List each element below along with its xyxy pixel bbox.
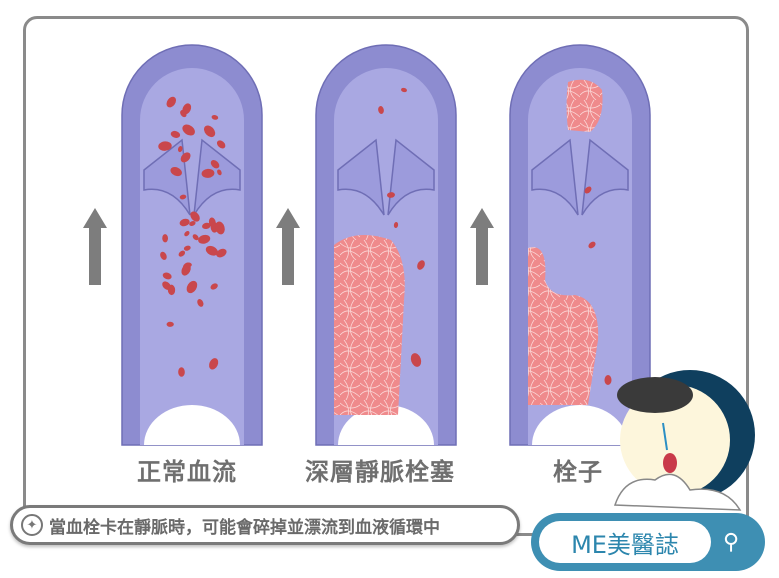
blood-cell	[179, 218, 190, 227]
blood-cell	[378, 106, 384, 114]
blood-cell	[177, 145, 183, 153]
blood-cell	[178, 367, 185, 377]
blood-cell	[185, 262, 192, 268]
blood-cell	[166, 321, 174, 327]
flow-arrow-icon	[470, 208, 494, 285]
blood-cell	[201, 168, 215, 178]
flow-arrow-icon	[83, 208, 107, 285]
blood-cell	[166, 96, 177, 108]
blood-cell	[180, 110, 187, 118]
blood-cell	[604, 375, 612, 385]
blood-cell	[209, 358, 219, 370]
brand-name: ME美醫誌	[539, 521, 711, 563]
blood-cell	[217, 169, 222, 176]
blood-cell	[186, 280, 198, 294]
vein-normal	[121, 44, 263, 446]
blood-cell	[202, 222, 211, 230]
flow-arrow-icon	[276, 208, 300, 285]
blood-cell	[410, 353, 422, 367]
valve-left	[143, 138, 191, 216]
blood-cell	[584, 186, 592, 194]
label-embolus: 栓子	[553, 458, 603, 486]
thrombus	[334, 235, 405, 415]
blood-cell	[170, 130, 181, 138]
valve-right	[581, 138, 629, 216]
vein-embolus	[509, 44, 651, 446]
caption-text: 當血栓卡在靜脈時，可能會碎掉並漂流到血液循環中	[49, 517, 440, 538]
blood-cell	[167, 284, 176, 296]
blood-cell	[198, 234, 211, 244]
caption-bar: ✦ 當血栓卡在靜脈時，可能會碎掉並漂流到血液循環中	[10, 505, 520, 545]
thrombus-remnant	[528, 247, 599, 405]
search-icon[interactable]: ⚲	[723, 529, 740, 555]
blood-cell	[189, 221, 196, 227]
label-normal-flow: 正常血流	[137, 458, 237, 486]
blood-cell	[203, 125, 216, 138]
blood-cell	[192, 234, 199, 241]
blood-cell	[162, 234, 169, 243]
vein-dvt	[315, 44, 457, 446]
sparkle-icon: ✦	[21, 514, 43, 536]
blood-cell	[215, 221, 225, 235]
brand-search-bar[interactable]: ME美醫誌 ⚲	[531, 513, 765, 571]
blood-cell	[183, 245, 191, 251]
blood-cell	[210, 160, 220, 169]
blood-cell	[178, 250, 186, 257]
blood-cell	[197, 299, 204, 307]
blood-cell	[417, 260, 425, 270]
blood-cell	[401, 87, 407, 93]
valve-right	[387, 138, 435, 216]
label-dvt: 深層靜脈栓塞	[305, 458, 455, 486]
valve-left	[531, 138, 579, 216]
blood-cell	[216, 248, 227, 258]
mascot-character	[613, 370, 755, 511]
blood-cell	[179, 194, 187, 200]
blood-cell	[387, 192, 395, 198]
blood-cell	[182, 124, 195, 136]
blood-cell	[180, 152, 191, 163]
blood-cell	[210, 283, 218, 290]
blood-cell	[160, 141, 168, 147]
blood-cell	[588, 241, 596, 249]
blood-cell	[190, 211, 200, 222]
valve-left	[337, 138, 385, 216]
blood-cell	[170, 167, 182, 177]
blood-cell	[160, 251, 167, 260]
embolus	[566, 79, 603, 132]
blood-cell	[393, 222, 399, 228]
blood-cell	[216, 140, 226, 149]
blood-cell	[205, 245, 218, 256]
blood-cell	[211, 114, 219, 120]
blood-cell	[184, 231, 190, 237]
blood-cell	[162, 272, 172, 280]
